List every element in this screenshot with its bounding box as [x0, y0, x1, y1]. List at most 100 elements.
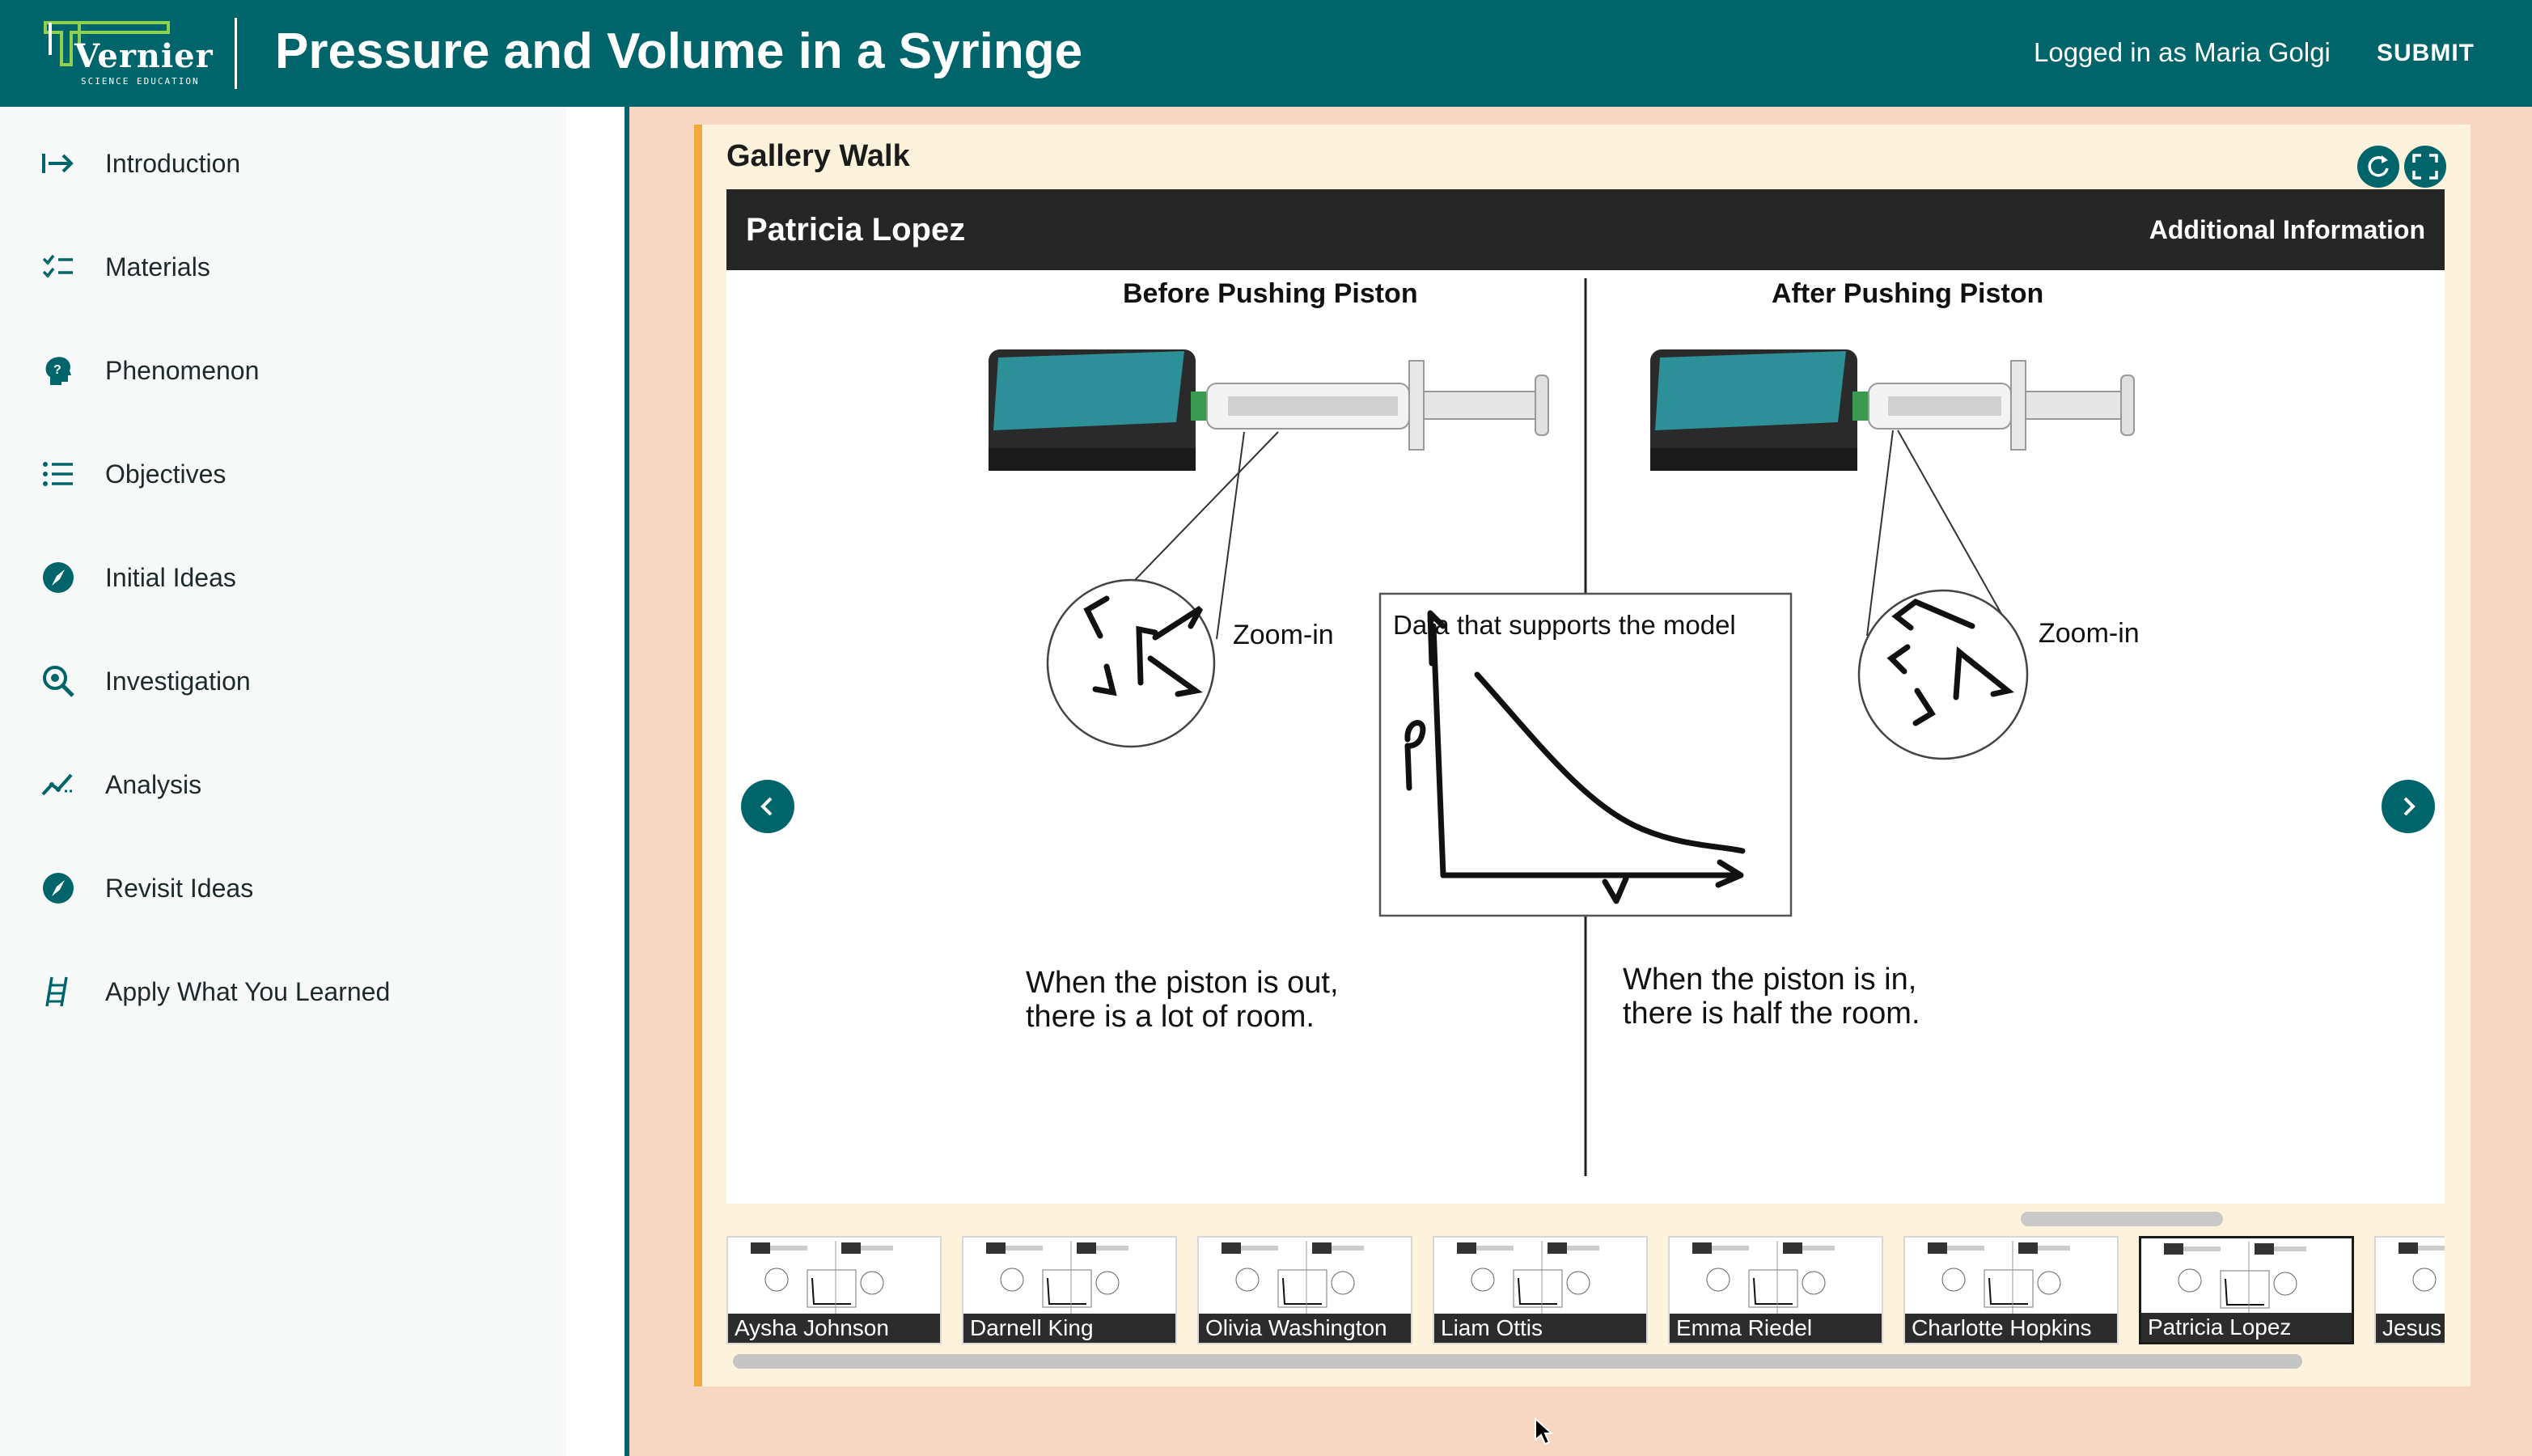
refresh-icon	[2368, 155, 2389, 177]
thumbnail-preview	[2164, 1242, 2306, 1316]
after-heading: After Pushing Piston	[1772, 278, 2044, 309]
sidebar-item-label: Investigation	[105, 667, 251, 696]
sidebar-item-objectives[interactable]: Objectives	[0, 422, 566, 526]
student-model-card: Before Pushing Piston After Pushing Pist…	[726, 270, 2445, 1204]
card-author: Patricia Lopez	[746, 212, 966, 248]
sidebar-item-label: Revisit Ideas	[105, 874, 254, 903]
gallery-thumbnail[interactable]: Patricia Lopez	[2139, 1236, 2354, 1344]
caption-left: When the piston is out, there is a lot o…	[1026, 966, 1339, 1034]
thumbnail-preview	[986, 1241, 1128, 1315]
zoom-circle-right	[1857, 589, 2029, 760]
sidebar-item-label: Initial Ideas	[105, 563, 236, 592]
chevron-left-icon	[760, 797, 773, 816]
arrow-into-icon	[42, 154, 74, 173]
thumbnail-name: Charlotte Hopkins	[1905, 1314, 2117, 1343]
gallery-scrollbar-bottom[interactable]	[733, 1354, 2302, 1369]
list-icon	[43, 462, 73, 486]
mouse-cursor-icon	[1535, 1417, 1553, 1445]
gallery-thumbnail[interactable]: Charlotte Hopkins	[1903, 1236, 2119, 1344]
svg-text:?: ?	[53, 363, 61, 377]
gallery-thumbnail[interactable]: Emma Riedel	[1668, 1236, 1883, 1344]
chevron-right-icon	[2403, 797, 2416, 816]
caption-right-line-1: When the piston is in,	[1623, 963, 1917, 997]
zoom-label-right: Zoom-in	[2039, 618, 2140, 649]
next-button[interactable]	[2382, 780, 2435, 833]
additional-information-link[interactable]: Additional Information	[2149, 215, 2425, 244]
sidebar-item-materials[interactable]: Materials	[0, 215, 566, 319]
thumbnail-name: Jesus	[2376, 1314, 2445, 1343]
main-content: Gallery Walk Patricia Lopez Additional I…	[629, 107, 2532, 1456]
thumbnail-name: Emma Riedel	[1670, 1314, 1882, 1343]
sidebar-item-label: Apply What You Learned	[105, 977, 391, 1006]
gas-pressure-sensor-right	[1650, 349, 1869, 471]
sidebar-divider[interactable]	[625, 107, 629, 1456]
sidebar-item-label: Introduction	[105, 149, 241, 178]
caption-right: When the piston is in, there is half the…	[1623, 963, 1920, 1031]
logo-wordmark: Vernier	[74, 37, 214, 75]
compass-icon	[43, 562, 74, 593]
card-header: Patricia Lopez Additional Information	[726, 189, 2445, 270]
particle-arrows-left	[1083, 595, 1204, 697]
logo-subtitle: SCIENCE EDUCATION	[81, 76, 200, 87]
caption-left-line-1: When the piston is out,	[1026, 966, 1339, 1000]
syringe-left	[1206, 360, 1549, 451]
previous-button[interactable]	[741, 780, 794, 833]
gallery-thumbnail[interactable]: Liam Ottis	[1433, 1236, 1648, 1344]
gas-pressure-sensor-left	[989, 349, 1207, 471]
thumbnail-preview	[1928, 1241, 2070, 1315]
sidebar-item-label: Materials	[105, 252, 210, 281]
compass-icon	[43, 873, 74, 904]
sidebar-gutter	[566, 107, 625, 1456]
page-title: Pressure and Volume in a Syringe	[275, 23, 1083, 79]
question-head-icon: ?	[45, 357, 71, 385]
fullscreen-button[interactable]	[2404, 146, 2446, 188]
caliper-logo-icon	[44, 21, 170, 66]
thumbnail-name: Darnell King	[963, 1314, 1175, 1343]
data-box-label: Data that supports the model	[1393, 610, 1736, 640]
caption-left-line-2: there is a lot of room.	[1026, 1000, 1315, 1034]
sidebar-item-initial-ideas[interactable]: Initial Ideas	[0, 526, 566, 629]
thumbnail-preview	[2399, 1242, 2445, 1292]
particle-arrows-right	[1886, 598, 2014, 726]
sidebar-item-revisit-ideas[interactable]: Revisit Ideas	[0, 836, 566, 940]
sidebar-item-investigation[interactable]: Investigation	[0, 629, 566, 733]
sidebar-item-label: Phenomenon	[105, 356, 260, 385]
gallery-thumbnail[interactable]: Jesus	[2374, 1236, 2445, 1344]
ladder-icon	[45, 976, 68, 1007]
thumbnail-preview	[1222, 1241, 1364, 1315]
student-model-drawing	[989, 278, 2135, 1176]
sidebar-item-phenomenon[interactable]: ? Phenomenon	[0, 319, 566, 422]
panel-title: Gallery Walk	[726, 139, 910, 173]
trend-icon	[41, 773, 73, 796]
gallery-scrollbar-top[interactable]	[2021, 1212, 2223, 1226]
zoom-circle-left	[1046, 578, 1216, 748]
thumbnail-name: Liam Ottis	[1434, 1314, 1646, 1343]
header-divider	[235, 18, 237, 89]
sidebar-item-apply-what-you-learned[interactable]: Apply What You Learned	[0, 940, 566, 1043]
thumbnail-preview	[751, 1241, 893, 1315]
sidebar-item-label: Analysis	[105, 770, 202, 799]
gallery-walk-panel: Gallery Walk Patricia Lopez Additional I…	[694, 125, 2471, 1386]
checklist-icon	[42, 254, 73, 278]
pressure-volume-graph	[1404, 610, 1746, 904]
caption-right-line-2: there is half the room.	[1623, 997, 1920, 1031]
thumbnail-name: Patricia Lopez	[2141, 1313, 2352, 1342]
syringe-right	[1868, 360, 2135, 451]
before-heading: Before Pushing Piston	[1123, 278, 1418, 309]
thumbnail-name: Olivia Washington	[1199, 1314, 1411, 1343]
fullscreen-icon	[2412, 154, 2438, 180]
thumbnail-preview	[1692, 1241, 1835, 1315]
sidebar-item-analysis[interactable]: Analysis	[0, 733, 566, 836]
gallery-thumbnail[interactable]: Aysha Johnson	[726, 1236, 942, 1344]
zoom-label-left: Zoom-in	[1233, 620, 1334, 650]
sidebar-nav: Introduction Materials ? Phenomenon Obje…	[0, 107, 566, 1456]
submit-button[interactable]: SUBMIT	[2365, 28, 2486, 79]
vernier-logo[interactable]: Vernier SCIENCE EDUCATION	[39, 16, 213, 91]
gallery-thumbnail[interactable]: Darnell King	[962, 1236, 1177, 1344]
magnify-icon	[43, 666, 74, 697]
thumbnail-preview	[1457, 1241, 1599, 1315]
refresh-button[interactable]	[2357, 146, 2399, 188]
sidebar-item-introduction[interactable]: Introduction	[0, 112, 566, 215]
gallery-thumbnail[interactable]: Olivia Washington	[1197, 1236, 1412, 1344]
